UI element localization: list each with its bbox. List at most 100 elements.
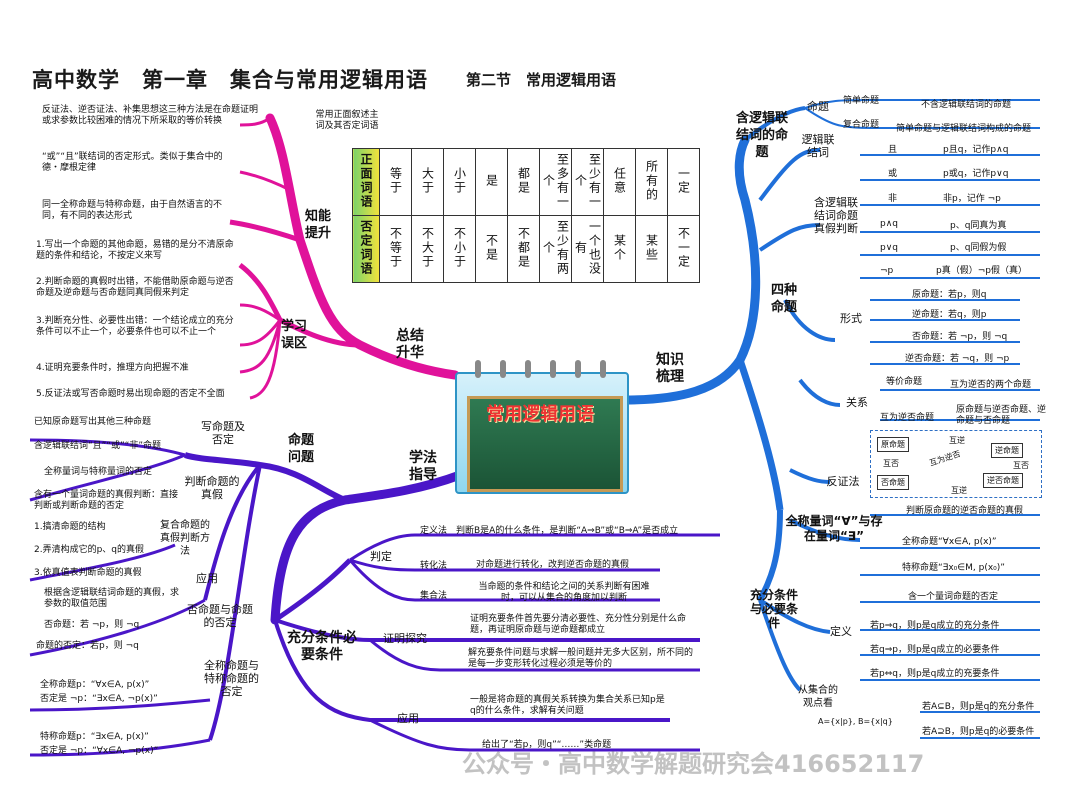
label-hufou: 互否 (883, 459, 899, 468)
yingyong-text: 一般是将命题的真假关系转换为集合关系已知p是q的什么条件，求解有关问题 (470, 695, 665, 716)
gx-key: 互为逆否命题 (880, 413, 935, 423)
node-quancheng: 全称量词“∀”与存在量词“∃” (785, 514, 883, 543)
xie-item: 全称量词与特称量词的否定 (44, 467, 153, 477)
table-cell: 不大于 (411, 215, 444, 283)
table-cell: 至少有两个 (539, 215, 572, 283)
word-table: 正面词语 等于 大于 小于 是 都是 至多有一个 至少有一个 任意 所有的 一定… (352, 148, 700, 283)
table-cell: 都是 (507, 148, 540, 216)
fuhe-item: 1.搞清命题的结构 (34, 522, 106, 532)
lj-value: p或q，记作p∨q (943, 169, 1009, 179)
node-zhengming: 证明探究 (383, 632, 427, 645)
fuhe-item: 2.弄清构成它的p、q的真假 (34, 545, 145, 555)
node-mingti-wenti: 命题问题 (287, 433, 314, 465)
dingyi-text: 判断B是A的什么条件，是判断“A⇒B”或“B⇒A”是否成立 (456, 526, 679, 536)
node-yingyong-right: 应用 (397, 712, 419, 725)
quancheng-item: 特称命题p：“∃x∈A, p(x)” (40, 732, 149, 742)
calendar-ring (500, 360, 506, 378)
node-jiandan: 简单命题 (843, 96, 880, 106)
xuexi-item: 3.判断充分性、必要性出错：一个结论成立的充分条件可以不止一个，必要条件也可以不… (36, 316, 234, 337)
box-yuan: 原命题 (877, 437, 909, 452)
node-panding: 判定 (370, 550, 392, 563)
table-cell: 至多有一个 (539, 148, 572, 216)
table-cell: 不是 (475, 215, 508, 283)
node-mingti: 命题 (807, 100, 829, 113)
node-sizhong: 四种命题 (770, 283, 797, 315)
node-xie-mingti: 写命题及否定 (201, 420, 245, 446)
dingyi-item: 若p⇔q，则p是q成立的充要条件 (870, 669, 1000, 679)
fuhe-item: 3.依真值表判断命题的真假 (34, 568, 142, 578)
quancheng-item: 含一个量词命题的否定 (908, 592, 999, 602)
gx-value: 原命题与逆否命题、逆命题与否命题 (956, 405, 1047, 426)
node-chongfen: 充分条件必要条件 (287, 630, 357, 663)
fanzheng-text: 判断原命题的逆否命题的真假 (906, 506, 1024, 516)
node-panduan: 判断命题的真假 (184, 475, 240, 501)
zhineng-item: 反证法、逆否证法、补集思想这三种方法是在命题证明或求参数比较困难的情况下所采取的… (42, 105, 259, 126)
box-nifou: 逆否命题 (983, 473, 1023, 488)
table-cell: 任意 (603, 148, 636, 216)
table-cell: 某个 (603, 215, 636, 283)
zhengming-text: 证明充要条件首先要分清必要性、充分性分别是什么命题，再证明原命题与逆命题都成立 (470, 614, 687, 635)
node-dingyi: 定义 (830, 625, 852, 638)
xuexi-item: 5.反证法或写否命题时易出现命题的否定不全面 (36, 389, 225, 399)
lj-value: p且q，记作p∧q (943, 145, 1009, 155)
table-head-negative: 否定词语 (352, 215, 380, 283)
table-cell: 不一定 (667, 215, 700, 283)
node-fanzheng: 反证法 (826, 475, 860, 488)
table-cell: 至少有一个 (571, 148, 604, 216)
jihe-item: 若A⊆B，则p是q的充分条件 (922, 702, 1035, 712)
zhineng-item: 同一全称命题与特称命题，由于自然语言的不同，有不同的表达形式 (42, 200, 223, 221)
foumingti-item: 否命题：若 ¬p，则 ¬q (44, 620, 140, 630)
table-note: 常用正面叙述主词及其否定词语 (315, 110, 379, 131)
table-cell: 等于 (379, 148, 412, 216)
quancheng-item: 否定是 ¬p：“∃x∈A, ¬p(x)” (40, 694, 158, 704)
center-calendar: 常用逻辑用语 (455, 360, 629, 494)
zhuanhua-text: 对命题进行转化，改判逆否命题的真假 (476, 560, 630, 570)
panduan-item: 含有一个量词命题的真假判断：直接判断或判断命题的否定 (34, 490, 179, 511)
page-subtitle: 第二节 常用逻辑用语 (466, 71, 617, 89)
center-topic: 常用逻辑用语 (486, 404, 594, 425)
label-hunifou: 互为逆否 (928, 449, 962, 468)
zj-key: p∧q (880, 219, 899, 229)
xingshi-item: 逆命题：若q，则p (912, 310, 987, 320)
lj-key: 非 (888, 194, 898, 204)
xingshi-item: 否命题：若 ¬p，则 ¬q (912, 332, 1008, 342)
lj-value: 非p，记作 ¬p (943, 194, 1001, 204)
node-chongfen-bixu: 充分条件与必要条件 (749, 588, 798, 630)
node-lianjieci: 逻辑联结词 (801, 133, 835, 159)
quancheng-item: 否定是 ¬p：“∀x∈A, ¬p(x)” (40, 746, 159, 756)
table-cell: 所有的 (635, 148, 668, 216)
zj-key: ¬p (880, 266, 894, 276)
node-jihe-guandian: 从集合的观点看 (798, 685, 838, 709)
calendar-ring (550, 360, 556, 378)
table-cell: 不都是 (507, 215, 540, 283)
calendar-ring (475, 360, 481, 378)
quancheng-item: 全称命题“∀x∈A, p(x)” (902, 537, 997, 547)
branch-knowledge: 知识梳理 (656, 352, 684, 385)
xie-item: 已知原命题写出其他三种命题 (34, 417, 152, 427)
dingyi-item: 若p⇒q，则p是q成立的充分条件 (870, 621, 1000, 631)
quancheng-item: 特称命题“∃x₀∈M, p(x₀)” (902, 563, 1005, 573)
method-jihe: 集合法 (420, 591, 448, 601)
branch-methods: 学法指导 (409, 450, 437, 483)
jihe-text: 当命题的条件和结论之间的关系判断有困难时，可以从集合的角度加以判断 (478, 582, 650, 603)
yingyong-item: 根据含逻辑联结词命题的真假，求参数的取值范围 (44, 588, 180, 609)
method-zhuanhua: 转化法 (420, 561, 448, 571)
gx-value: 互为逆否的两个命题 (950, 380, 1032, 390)
table-head-positive: 正面词语 (352, 148, 380, 216)
xingshi-item: 原命题：若p，则q (912, 290, 987, 300)
node-quancheng-fouding: 全称命题与特称命题的否定 (204, 659, 259, 698)
xuexi-item: 1.写出一个命题的其他命题，易错的是分不清原命题的条件和结论，不按定义来写 (36, 240, 234, 261)
yingyong-text: 给出了“若p，则q”“……”类命题 (482, 740, 612, 750)
jihe-item: 若A⊇B，则p是q的必要条件 (922, 727, 1035, 737)
method-dingyi: 定义法 (420, 526, 448, 536)
node-zhineng: 知能提升 (304, 209, 331, 241)
node-xuexi: 学习误区 (280, 319, 307, 351)
table-cell: 大于 (411, 148, 444, 216)
calendar-ring (575, 360, 581, 378)
box-fou: 否命题 (877, 475, 909, 490)
table-cell: 是 (475, 148, 508, 216)
jiandan-text: 不含逻辑联结词的命题 (921, 100, 1012, 110)
node-yingyong-left: 应用 (196, 572, 218, 585)
table-cell: 小于 (443, 148, 476, 216)
